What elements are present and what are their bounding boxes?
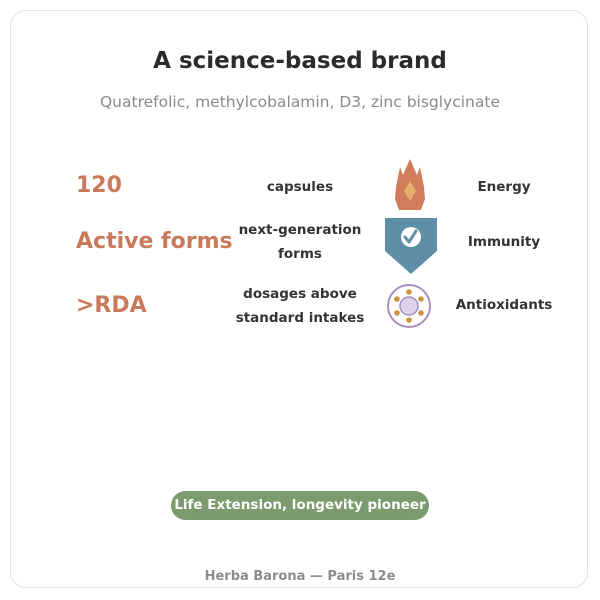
stat-description-line: capsules bbox=[266, 179, 334, 195]
flame-icon bbox=[395, 159, 425, 210]
stat-rda: >RDA bbox=[76, 293, 147, 318]
antioxidant-cell-icon bbox=[387, 284, 431, 328]
page-subtitle: Quatrefolic, methylcobalamin, D3, zinc b… bbox=[99, 93, 500, 111]
stat-description: capsules bbox=[230, 175, 370, 199]
stat-description-line: next-generation bbox=[238, 222, 362, 238]
stat-description: next-generation forms bbox=[230, 218, 370, 266]
stat-description-line: dosages above bbox=[243, 286, 357, 302]
stat-description: dosages above standard intakes bbox=[230, 282, 370, 330]
footer-text: Herba Barona — Paris 12e bbox=[204, 569, 396, 584]
stat-active-forms: Active forms bbox=[76, 229, 233, 254]
benefit-label: Immunity bbox=[467, 234, 541, 250]
shield-check-icon bbox=[385, 218, 437, 274]
stat-description-line: standard intakes bbox=[235, 310, 365, 326]
stat-description-line: forms bbox=[278, 246, 322, 262]
benefit-label: Antioxidants bbox=[455, 297, 553, 313]
page-title: A science-based brand bbox=[153, 48, 447, 74]
brand-badge: Life Extension, longevity pioneer bbox=[171, 491, 429, 520]
stat-capsule-count: 120 bbox=[76, 173, 122, 198]
benefit-label: Energy bbox=[477, 179, 531, 195]
